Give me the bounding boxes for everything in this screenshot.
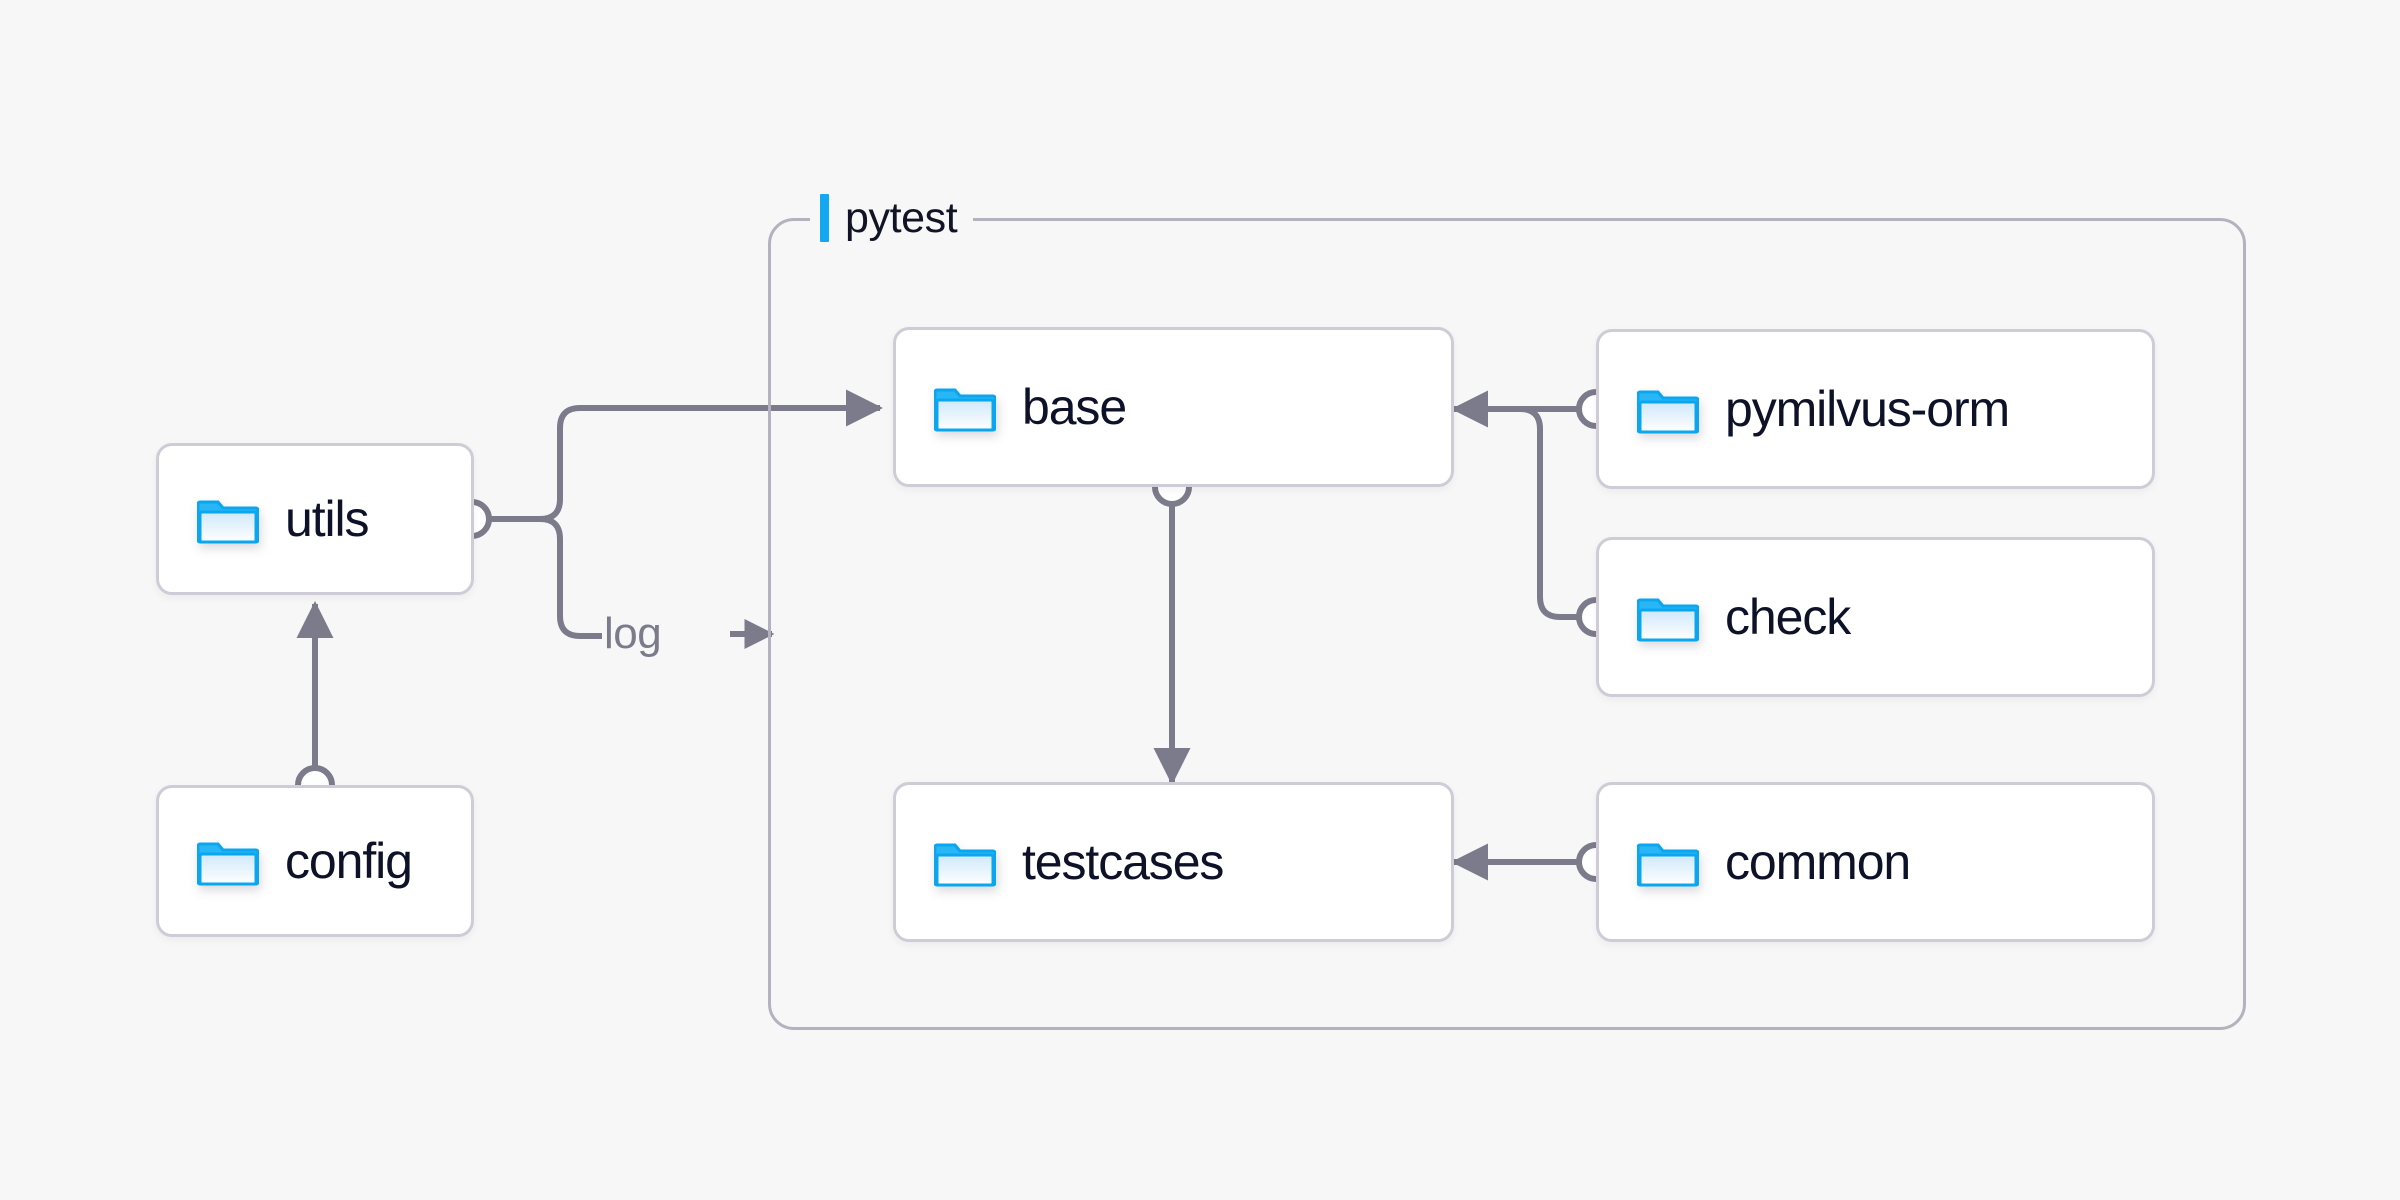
- folder-icon: [197, 842, 259, 886]
- edge-config-to-utils: [295, 601, 335, 805]
- group-pytest-container: [768, 218, 2246, 1030]
- folder-icon: [197, 500, 259, 544]
- node-label: base: [1022, 379, 1127, 435]
- node-common[interactable]: common: [1596, 782, 2155, 942]
- node-pymilvus-orm[interactable]: pymilvus-orm: [1596, 329, 2155, 489]
- folder-icon: [934, 843, 996, 887]
- node-label: utils: [285, 491, 370, 547]
- group-accent-bar-icon: [820, 194, 829, 242]
- node-label: common: [1725, 834, 1911, 890]
- node-label: pymilvus-orm: [1725, 381, 2010, 437]
- folder-icon: [1637, 843, 1699, 887]
- folder-icon: [1637, 390, 1699, 434]
- node-label: check: [1725, 589, 1851, 645]
- node-label: config: [285, 833, 413, 889]
- group-pytest-label: pytest: [810, 188, 974, 248]
- edge-label-log: log: [604, 609, 662, 658]
- node-utils[interactable]: utils: [156, 443, 474, 595]
- node-config[interactable]: config: [156, 785, 474, 937]
- folder-icon: [1637, 598, 1699, 642]
- folder-icon: [934, 388, 996, 432]
- node-check[interactable]: check: [1596, 537, 2155, 697]
- group-label-text: pytest: [845, 193, 958, 242]
- node-label: testcases: [1022, 834, 1224, 890]
- node-testcases[interactable]: testcases: [893, 782, 1454, 942]
- node-base[interactable]: base: [893, 327, 1454, 487]
